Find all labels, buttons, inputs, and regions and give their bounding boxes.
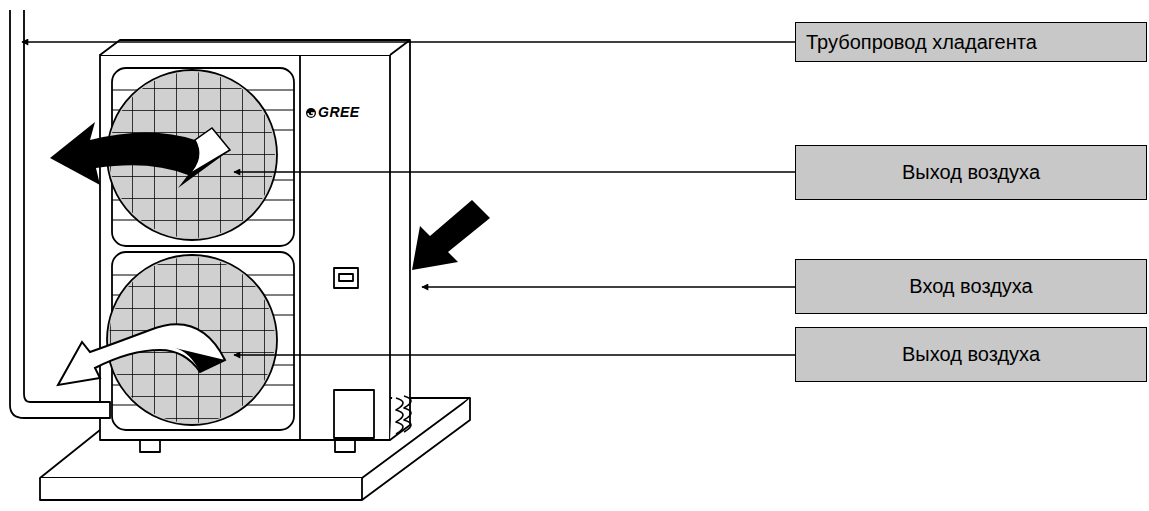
callout-box: Выход воздуха xyxy=(795,145,1147,200)
callout-text: Вход воздуха xyxy=(909,275,1032,298)
leader-line xyxy=(234,171,795,173)
callout-text: Трубопровод хладагента xyxy=(806,31,1037,54)
air-outlet-arrow xyxy=(58,324,225,385)
air-outlet-arrow xyxy=(50,122,230,188)
callout-box: Выход воздуха xyxy=(795,327,1147,382)
callout-box: Трубопровод хладагента xyxy=(795,22,1147,62)
leader-line xyxy=(234,354,795,356)
callout-text: Выход воздуха xyxy=(902,343,1040,366)
brand-logo-text: GREE xyxy=(318,104,360,120)
leader-line xyxy=(422,286,795,288)
callout-box: Вход воздуха xyxy=(795,259,1147,314)
leader-line xyxy=(22,41,795,43)
callout-text: Выход воздуха xyxy=(902,161,1040,184)
air-inlet-arrow xyxy=(412,200,490,270)
